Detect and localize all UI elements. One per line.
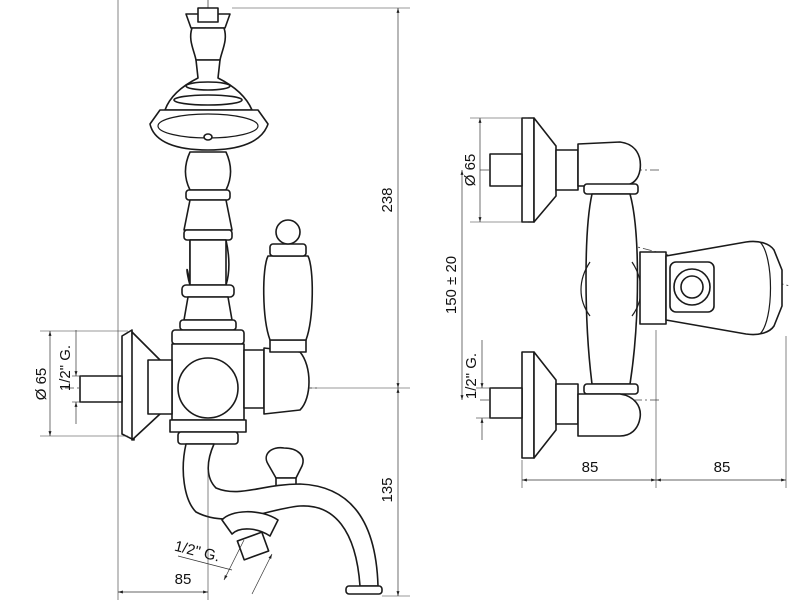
mixer-body — [169, 329, 247, 445]
dim-front-center-distance: 150 ± 20 — [443, 170, 464, 400]
dim-side-85-label: 85 — [175, 571, 192, 588]
dim-side-thread-inlet: 1/2" G. — [57, 330, 82, 424]
dim-238-label: 238 — [379, 187, 396, 212]
shower-handle-column — [179, 151, 237, 331]
dim-side-diameter: Ø 65 — [33, 330, 128, 437]
front-handle-body — [580, 193, 642, 385]
bath-spout — [182, 443, 383, 595]
shower-nozzle — [203, 133, 213, 141]
dim-238: 238 — [232, 7, 410, 389]
dim-side-thread-inlet-label: 1/2" G. — [57, 345, 74, 391]
dim-front-thread-inlet-label: 1/2" G. — [463, 353, 480, 399]
dim-front-diameter-label: Ø 65 — [462, 154, 479, 187]
front-upper-flange — [489, 117, 579, 223]
side-inlet-connector — [79, 375, 123, 403]
dim-135-label: 135 — [379, 477, 396, 502]
dim-side-thread-outlet-label: 1/2" G. — [173, 538, 222, 566]
dim-front-thread-inlet: 1/2" G. — [463, 340, 492, 440]
handle-knob — [275, 219, 301, 245]
shower-head — [149, 59, 269, 151]
dim-side-85: 85 — [117, 0, 209, 600]
front-lower-flange — [489, 351, 579, 459]
front-spout — [639, 240, 783, 336]
dim-front-diameter: Ø 65 — [462, 117, 528, 223]
dim-front-width-left-label: 85 — [582, 459, 599, 476]
front-view: Ø 65 150 ± 20 1/2" G. 85 85 — [443, 117, 791, 488]
dim-135: 135 — [379, 388, 410, 597]
side-wall-flange — [79, 329, 173, 441]
dim-side-diameter-label: Ø 65 — [33, 368, 50, 401]
spout-outlet-connector — [236, 531, 270, 561]
dim-front-widths: 85 85 — [521, 330, 787, 488]
front-lower-inlet — [489, 387, 523, 419]
side-handle — [243, 219, 314, 415]
front-upper-elbow — [577, 141, 642, 195]
dim-front-width-right-label: 85 — [714, 459, 731, 476]
front-lower-elbow — [577, 383, 642, 437]
side-view: 238 135 85 Ø 65 1/2" G. — [33, 0, 410, 600]
front-spout-outlet — [680, 275, 704, 299]
dim-front-center-distance-label: 150 ± 20 — [443, 256, 460, 314]
shower-holder-bracket — [185, 7, 231, 61]
front-upper-inlet — [489, 153, 523, 187]
